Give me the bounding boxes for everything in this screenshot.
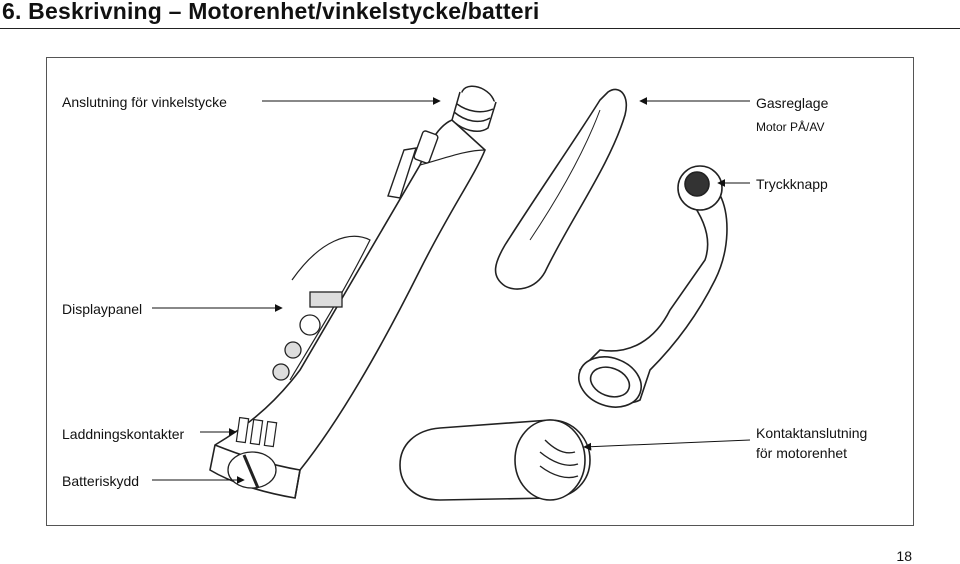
label-motor: Motor PÅ/AV bbox=[756, 120, 825, 134]
throttle-clip bbox=[387, 130, 439, 199]
label-kontakt-line1: Kontaktanslutning bbox=[756, 425, 868, 441]
display-panel-illustration bbox=[272, 291, 343, 381]
page-number: 18 bbox=[896, 548, 912, 564]
label-displaypanel: Displaypanel bbox=[62, 301, 143, 317]
battery-cover bbox=[227, 451, 277, 489]
angle-piece bbox=[578, 165, 728, 408]
title-rule bbox=[0, 28, 960, 29]
label-batteriskydd: Batteriskydd bbox=[62, 473, 140, 489]
label-tryckknapp: Tryckknapp bbox=[756, 176, 828, 192]
angle-piece-connector bbox=[451, 85, 497, 132]
motor-unit bbox=[209, 119, 486, 499]
figure-frame bbox=[46, 57, 914, 526]
label-gasreglage: Gasreglage bbox=[756, 95, 829, 111]
page-title: 6. Beskrivning – Motorenhet/vinkelstycke… bbox=[2, 0, 540, 24]
charging-contacts bbox=[235, 416, 278, 448]
leader-arrows bbox=[152, 97, 751, 484]
label-kontakt-line2: för motorenhet bbox=[756, 445, 848, 461]
throttle-lever bbox=[494, 88, 627, 290]
label-anslutning: Anslutning för vinkelstycke bbox=[62, 94, 227, 110]
label-laddning: Laddningskontakter bbox=[62, 426, 185, 442]
battery bbox=[399, 419, 591, 501]
